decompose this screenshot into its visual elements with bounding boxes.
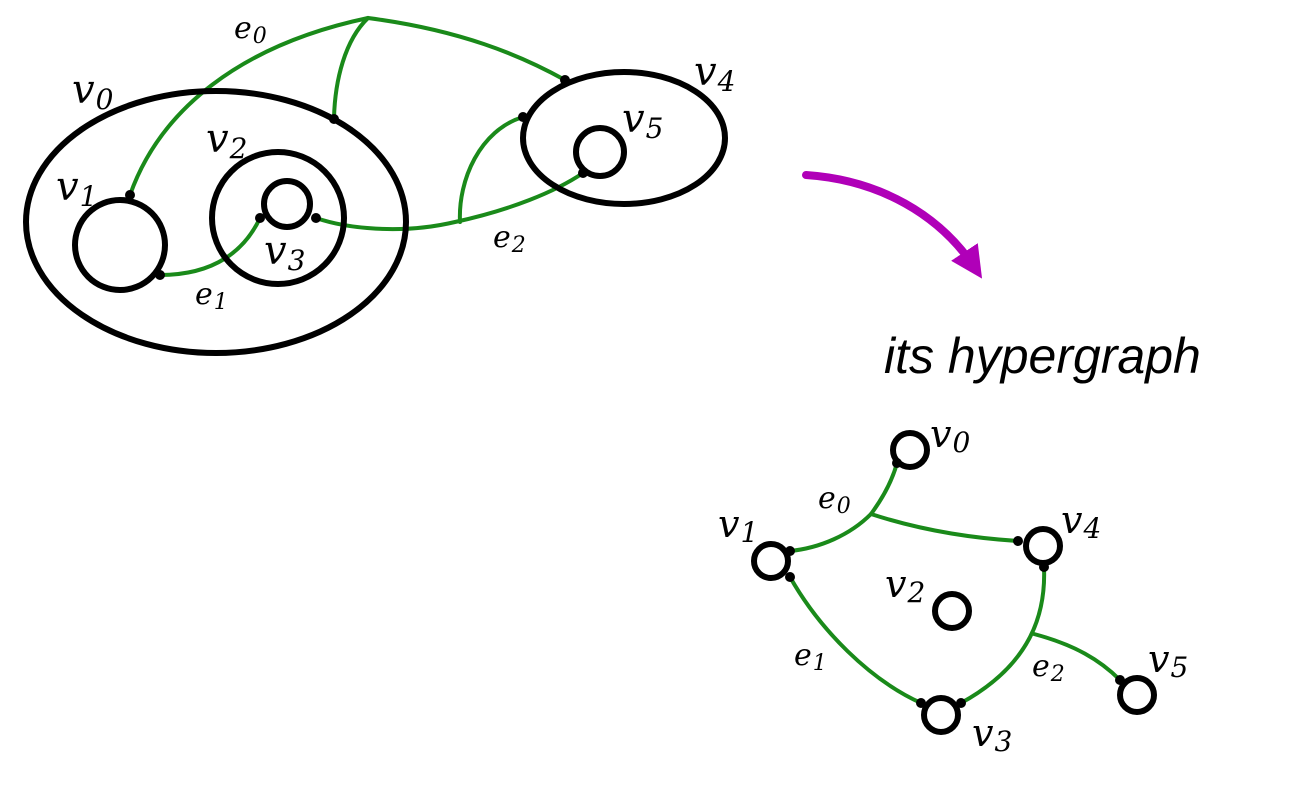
attach-dot — [785, 546, 795, 556]
left-regions — [23, 69, 728, 356]
left-edge-e2-main — [314, 171, 585, 232]
label-left-v3: v3 — [264, 228, 305, 277]
attach-dot — [311, 213, 321, 223]
node-right-v0 — [890, 430, 930, 470]
label-left-v5: v5 — [622, 96, 663, 145]
label-right-e1: e1 — [794, 638, 827, 676]
attach-dot — [1039, 562, 1049, 572]
label-right-v3: v3 — [972, 711, 1012, 758]
label-left-v1: v1 — [56, 164, 97, 213]
label-right-v0: v0 — [930, 412, 970, 459]
right-edge-e0-to-v4 — [869, 512, 1020, 543]
node-right-v3 — [921, 695, 961, 735]
attach-dot — [785, 572, 795, 582]
attach-dot — [155, 270, 165, 280]
label-right-e2: e2 — [1032, 649, 1065, 687]
attach-dot — [1013, 536, 1023, 546]
right-attachment-dots — [785, 458, 1125, 708]
node-right-v5 — [1117, 675, 1157, 715]
transform-arrow — [802, 171, 983, 279]
label-left-e0: e0 — [234, 11, 267, 49]
right-edge-e0-to-v0 — [869, 461, 899, 516]
attach-dot — [560, 75, 570, 85]
node-right-v2 — [932, 591, 972, 631]
region-v2 — [209, 149, 347, 287]
right-hypergraph: v0 v1 v2 v3 v4 v5 e0 e1 e2 — [718, 412, 1188, 758]
label-right-v1: v1 — [718, 502, 758, 549]
label-left-e1: e1 — [195, 277, 228, 315]
right-edge-e2-to-v5 — [1032, 632, 1122, 682]
node-right-v4 — [1023, 526, 1063, 566]
attach-dot — [956, 698, 966, 708]
region-v0 — [23, 88, 409, 356]
right-edge-e1 — [788, 575, 923, 705]
left-attachment-dots — [125, 75, 588, 280]
label-left-v0: v0 — [72, 67, 113, 116]
left-region-diagram: v0 v1 v2 v3 v4 v5 e0 e1 e2 — [23, 11, 735, 356]
right-edges — [788, 461, 1122, 705]
attach-dot — [892, 458, 902, 468]
region-v1 — [72, 197, 168, 293]
attach-dot — [578, 168, 588, 178]
label-right-v4: v4 — [1061, 498, 1101, 545]
right-edge-e2-main — [959, 565, 1047, 705]
attach-dot — [329, 114, 339, 124]
left-edge-e0-branch-to-v1 — [128, 16, 370, 197]
label-right-e0: e0 — [818, 481, 851, 519]
right-edge-e0-to-v1 — [788, 512, 873, 553]
attach-dot — [255, 213, 265, 223]
node-right-v1 — [751, 541, 791, 581]
region-v4 — [520, 69, 728, 207]
label-right-v2: v2 — [885, 562, 925, 609]
right-vertices — [751, 430, 1157, 735]
attach-dot — [518, 112, 528, 122]
left-edge-e0-branch-to-v4 — [366, 16, 567, 82]
region-v5 — [573, 125, 627, 179]
caption-its-hypergraph: its hypergraph — [884, 328, 1201, 384]
left-edges — [128, 16, 585, 277]
attach-dot — [125, 190, 135, 200]
left-edge-e2-branch-to-v4 — [457, 115, 525, 224]
region-v3 — [261, 178, 313, 230]
label-right-v5: v5 — [1148, 637, 1188, 684]
attach-dot — [1115, 675, 1125, 685]
label-left-v2: v2 — [206, 116, 247, 165]
label-left-e2: e2 — [493, 220, 526, 258]
left-edge-e0-branch-to-v0 — [332, 16, 370, 120]
label-left-v4: v4 — [694, 49, 735, 98]
attach-dot — [916, 698, 926, 708]
